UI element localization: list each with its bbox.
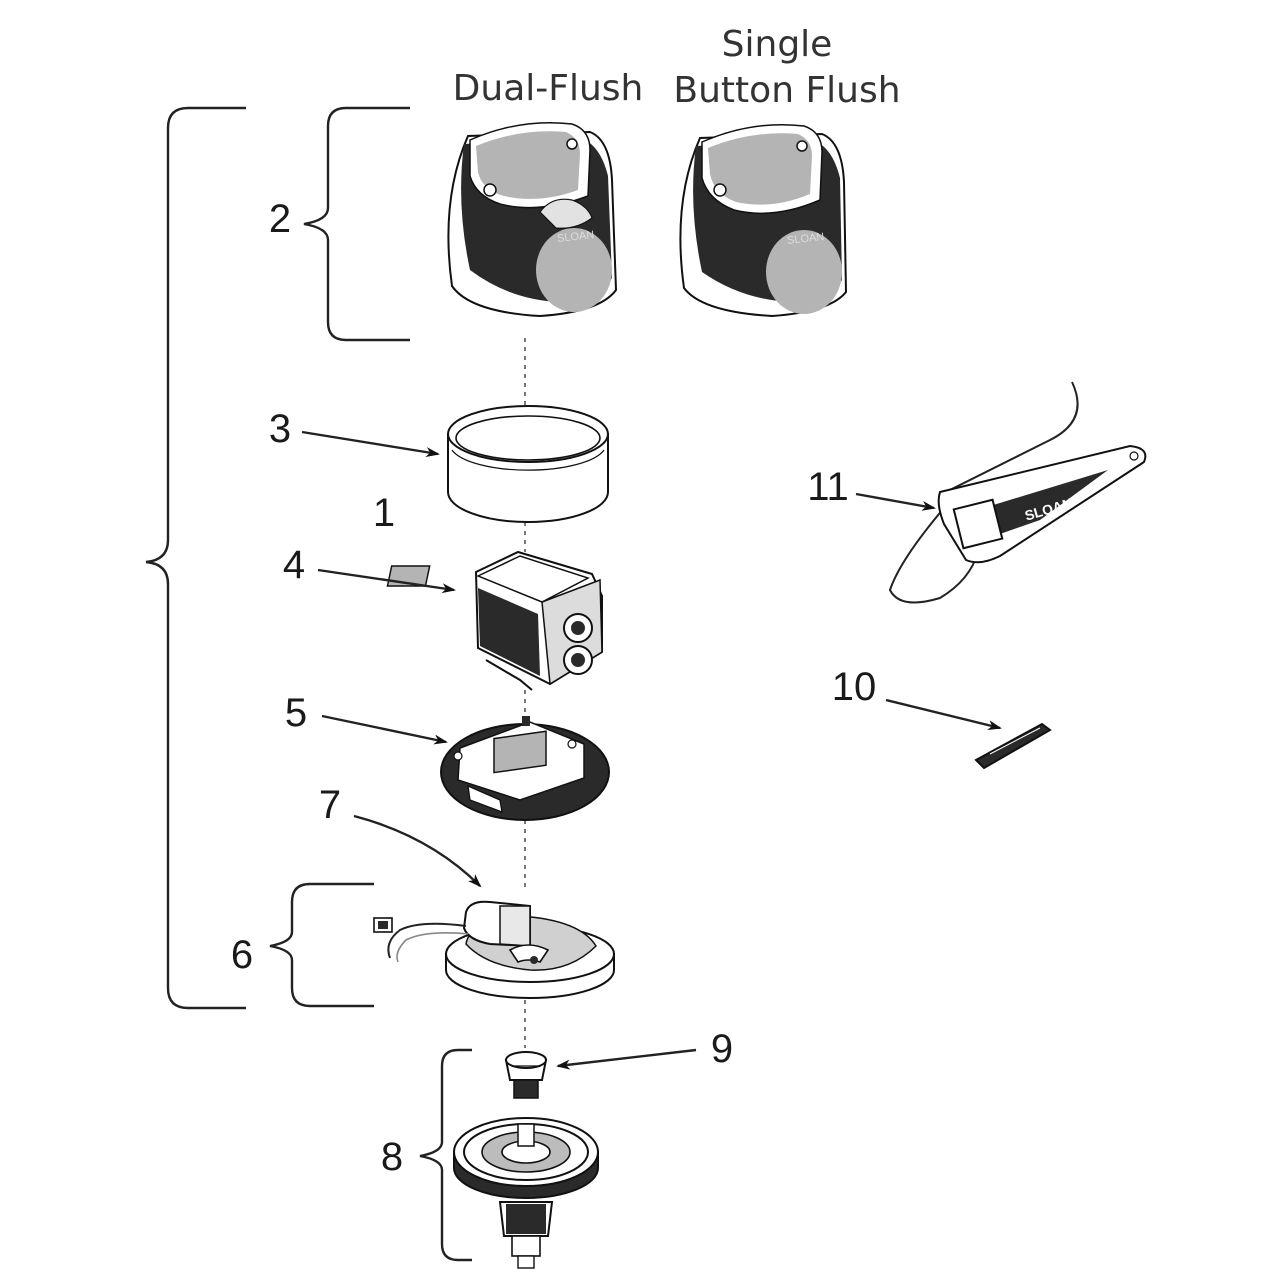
callout-4: 4	[283, 543, 305, 587]
diaphragm-assembly	[453, 1117, 599, 1269]
arrow-11	[855, 492, 936, 511]
bracket-part-6	[269, 882, 374, 1008]
dual-flush-cover: SLOAN	[447, 121, 618, 318]
single-button-logo: SLOAN	[787, 231, 825, 247]
arrow-3	[301, 430, 440, 458]
arrow-5	[321, 714, 448, 745]
callout-6: 6	[231, 933, 253, 977]
callout-7: 7	[319, 783, 341, 827]
pin-part	[974, 722, 1052, 770]
header-single-line1: Single	[722, 24, 833, 65]
callout-10: 10	[832, 665, 877, 709]
arrow-7	[353, 814, 482, 888]
filter-part	[504, 1051, 548, 1099]
control-module	[386, 550, 603, 691]
bracket-part-8	[419, 1048, 472, 1262]
callout-3: 3	[269, 407, 291, 451]
single-button-cover: SLOAN	[679, 123, 848, 318]
arrow-9	[556, 1048, 697, 1070]
bracket-assembly-1	[145, 106, 246, 1010]
callout-9: 9	[711, 1027, 733, 1071]
sensor-base-assembly	[373, 900, 615, 999]
callout-11: 11	[807, 465, 849, 509]
retaining-ring	[447, 405, 609, 523]
callout-1: 1	[373, 491, 395, 535]
callout-2: 2	[269, 197, 291, 241]
arrow-10	[885, 698, 1002, 730]
base-plate	[440, 716, 610, 821]
dual-flush-logo: SLOAN	[557, 229, 595, 245]
header-dual-flush: Dual-Flush	[453, 68, 644, 109]
callout-5: 5	[285, 691, 307, 735]
header-single-line2: Button Flush	[673, 70, 900, 111]
bracket-part-2	[303, 106, 410, 342]
override-key: SLOAN	[888, 381, 1147, 604]
arrow-4	[317, 568, 456, 594]
callout-8: 8	[381, 1135, 403, 1179]
